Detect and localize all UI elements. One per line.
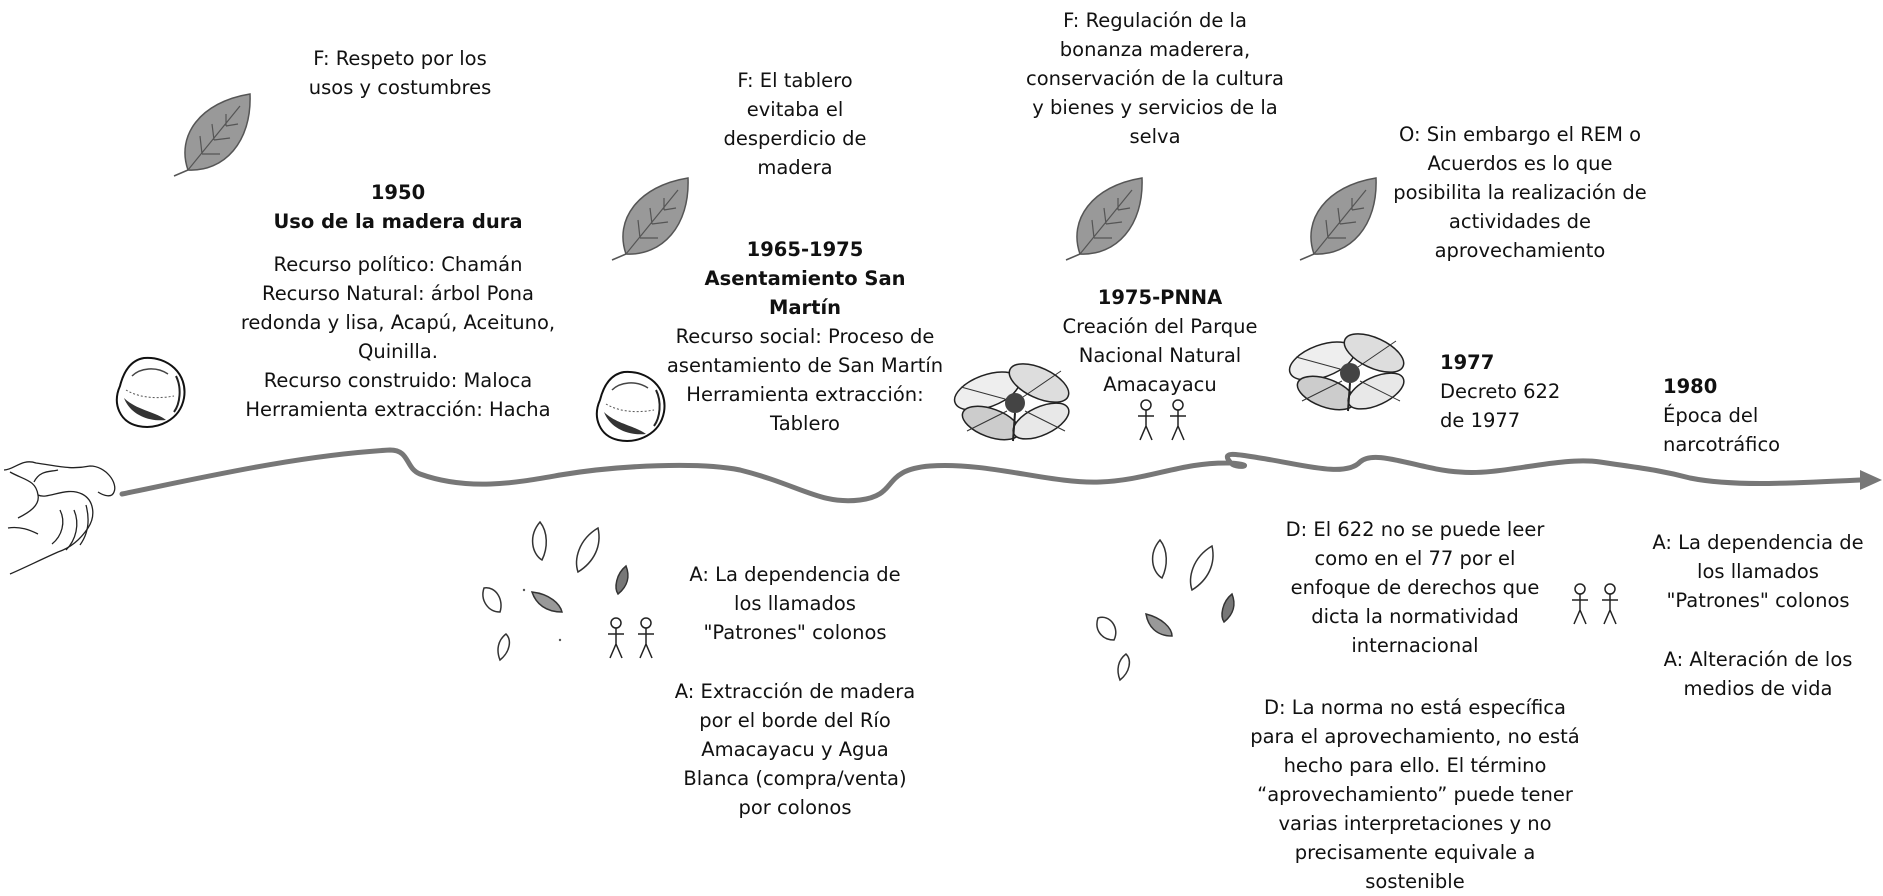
event-year: 1977 bbox=[1440, 351, 1495, 374]
note-line: A: La dependencia de bbox=[1652, 531, 1864, 554]
note-line: A: La dependencia de bbox=[689, 563, 901, 586]
note-line: "Patrones" colonos bbox=[1666, 589, 1850, 612]
leaf-icon bbox=[1065, 177, 1143, 261]
flower-icon bbox=[953, 363, 1070, 442]
event-line: Recurso construido: Maloca bbox=[263, 369, 533, 392]
strength-note-2: F: El tablero evitaba el desperdicio de … bbox=[680, 66, 910, 182]
note-line: por el borde del Río bbox=[699, 709, 891, 732]
event-year: 1980 bbox=[1663, 375, 1718, 398]
opportunity-note: O: Sin embargo el REM o Acuerdos es lo q… bbox=[1375, 120, 1665, 265]
event-line: Quinilla. bbox=[358, 340, 438, 363]
event-title: Martín bbox=[768, 296, 842, 319]
weakness-note-1: D: El 622 no se puede leer como en el 77… bbox=[1255, 515, 1575, 660]
note-line: desperdicio de bbox=[723, 127, 867, 150]
note-line: A: Alteración de los bbox=[1663, 648, 1853, 671]
note-line: conservación de la cultura bbox=[1026, 67, 1284, 90]
event-title: 1965-1975 bbox=[746, 238, 864, 261]
note-line: F: Respeto por los bbox=[313, 47, 487, 70]
note-line: Amacayacu y Agua bbox=[701, 738, 889, 761]
seed-icon bbox=[595, 370, 666, 442]
event-line: Época del bbox=[1663, 404, 1759, 427]
event-line: Amacayacu bbox=[1103, 373, 1217, 396]
event-1950: 1950 Uso de la madera dura Recurso polít… bbox=[228, 178, 568, 424]
note-line: por colonos bbox=[738, 796, 852, 819]
people-icon bbox=[1572, 583, 1618, 625]
note-line: varias interpretaciones y no bbox=[1278, 812, 1552, 835]
note-line: bonanza maderera, bbox=[1059, 38, 1251, 61]
note-line: medios de vida bbox=[1683, 677, 1833, 700]
hand-icon bbox=[3, 461, 116, 575]
leaf-icon bbox=[173, 93, 251, 177]
seed-icon bbox=[115, 356, 186, 428]
event-line: redonda y lisa, Acapú, Aceituno, bbox=[240, 311, 556, 334]
threat-note-1: A: La dependencia de los llamados "Patro… bbox=[660, 560, 930, 647]
leaf-icon bbox=[1299, 177, 1377, 261]
event-year: 1975-PNNA bbox=[1097, 286, 1223, 309]
note-line: y bienes y servicios de la bbox=[1032, 96, 1278, 119]
note-line: los llamados bbox=[734, 592, 856, 615]
note-line: Blanca (compra/venta) bbox=[683, 767, 907, 790]
event-line: Decreto 622 bbox=[1440, 380, 1561, 403]
event-line: Nacional Natural bbox=[1078, 344, 1242, 367]
threat-note-3: A: La dependencia de los llamados "Patro… bbox=[1640, 528, 1876, 615]
note-line: sostenible bbox=[1365, 870, 1465, 893]
note-line: “aprovechamiento” puede tener bbox=[1257, 783, 1573, 806]
note-line: F: Regulación de la bbox=[1063, 9, 1247, 32]
note-line: A: Extracción de madera bbox=[674, 680, 916, 703]
note-line: D: El 622 no se puede leer bbox=[1285, 518, 1545, 541]
note-line: "Patrones" colonos bbox=[703, 621, 887, 644]
strength-note-1: F: Respeto por los usos y costumbres bbox=[270, 44, 530, 102]
note-line: F: El tablero bbox=[737, 69, 853, 92]
event-line: Recurso social: Proceso de bbox=[675, 325, 935, 348]
event-line: narcotráfico bbox=[1663, 433, 1781, 456]
note-line: para el aprovechamiento, no está bbox=[1250, 725, 1580, 748]
note-line: hecho para ello. El término bbox=[1283, 754, 1547, 777]
event-line: Herramienta extracción: bbox=[686, 383, 924, 406]
event-title: Uso de la madera dura bbox=[273, 210, 523, 233]
note-line: evitaba el bbox=[746, 98, 844, 121]
note-line: usos y costumbres bbox=[308, 76, 492, 99]
note-line: precisamente equivale a bbox=[1294, 841, 1536, 864]
note-line: Acuerdos es lo que bbox=[1427, 152, 1613, 175]
event-1965-1975: 1965-1975 Asentamiento San Martín Recurs… bbox=[655, 235, 955, 438]
people-icon bbox=[1138, 399, 1186, 441]
note-line: internacional bbox=[1351, 634, 1479, 657]
note-line: como en el 77 por el bbox=[1314, 547, 1516, 570]
event-1980: 1980 Época del narcotráfico bbox=[1663, 372, 1823, 459]
note-line: los llamados bbox=[1697, 560, 1819, 583]
event-line: de 1977 bbox=[1440, 409, 1521, 432]
flower-icon bbox=[1288, 333, 1405, 412]
falling-leaves-icon bbox=[1096, 538, 1235, 682]
note-line: posibilita la realización de bbox=[1393, 181, 1647, 204]
people-icon bbox=[608, 617, 654, 659]
timeline-line bbox=[119, 447, 1863, 504]
strength-note-3: F: Regulación de la bonanza maderera, co… bbox=[1000, 6, 1310, 151]
note-line: selva bbox=[1129, 125, 1181, 148]
event-1975-pnna: 1975-PNNA Creación del Parque Nacional N… bbox=[1040, 283, 1280, 399]
event-1977: 1977 Decreto 622 de 1977 bbox=[1440, 348, 1600, 435]
leaf-icon bbox=[611, 177, 689, 261]
event-line: Recurso político: Chamán bbox=[273, 253, 523, 276]
event-title: Asentamiento San bbox=[704, 267, 906, 290]
note-line: madera bbox=[757, 156, 833, 179]
threat-note-4: A: Alteración de los medios de vida bbox=[1640, 645, 1876, 703]
threat-note-2: A: Extracción de madera por el borde del… bbox=[655, 677, 935, 822]
event-line: Creación del Parque bbox=[1062, 315, 1258, 338]
event-line: Tablero bbox=[770, 412, 840, 435]
arrow-head-icon bbox=[1860, 470, 1882, 490]
note-line: enfoque de derechos que bbox=[1290, 576, 1540, 599]
note-line: dicta la normatividad bbox=[1311, 605, 1519, 628]
note-line: actividades de bbox=[1448, 210, 1592, 233]
event-year: 1950 bbox=[370, 181, 426, 204]
event-line: asentamiento de San Martín bbox=[666, 354, 944, 377]
note-line: aprovechamiento bbox=[1434, 239, 1606, 262]
falling-leaves-icon bbox=[482, 520, 629, 662]
note-line: O: Sin embargo el REM o bbox=[1398, 123, 1642, 146]
event-line: Recurso Natural: árbol Pona bbox=[262, 282, 534, 305]
weakness-note-2: D: La norma no está específica para el a… bbox=[1235, 693, 1595, 896]
event-line: Herramienta extracción: Hacha bbox=[245, 398, 551, 421]
note-line: D: La norma no está específica bbox=[1264, 696, 1566, 719]
